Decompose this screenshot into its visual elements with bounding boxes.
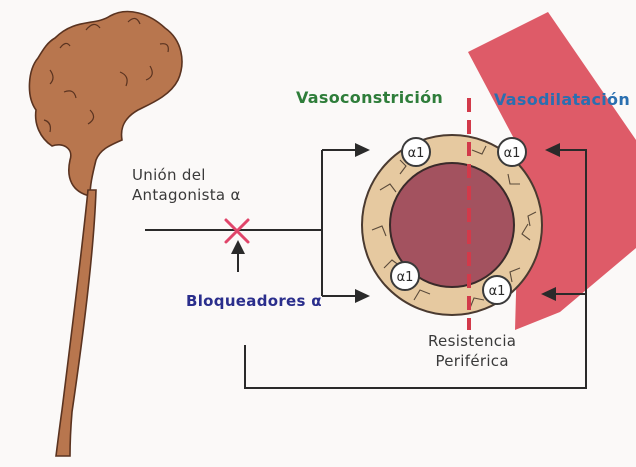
vasodilation-label: Vasodilatación — [494, 90, 630, 109]
peripheral-resistance-label: Resistencia Periférica — [428, 331, 516, 371]
vasoconstriction-label: Vasoconstrición — [296, 88, 443, 107]
blockers-label: Bloqueadores α — [186, 292, 322, 310]
arrowhead-bottom — [355, 289, 370, 303]
arrowhead-top — [355, 143, 370, 157]
antagonist-union-label: Unión del Antagonista α — [132, 165, 241, 205]
neuron-axon — [56, 190, 96, 456]
neuron — [29, 12, 182, 456]
arrowhead-blocker — [231, 240, 245, 254]
receptor-top-left-label: α1 — [408, 146, 425, 161]
receptor-bottom-left-label: α1 — [397, 270, 414, 285]
receptor-top-right-label: α1 — [504, 146, 521, 161]
receptor-bottom-right-label: α1 — [489, 284, 506, 299]
